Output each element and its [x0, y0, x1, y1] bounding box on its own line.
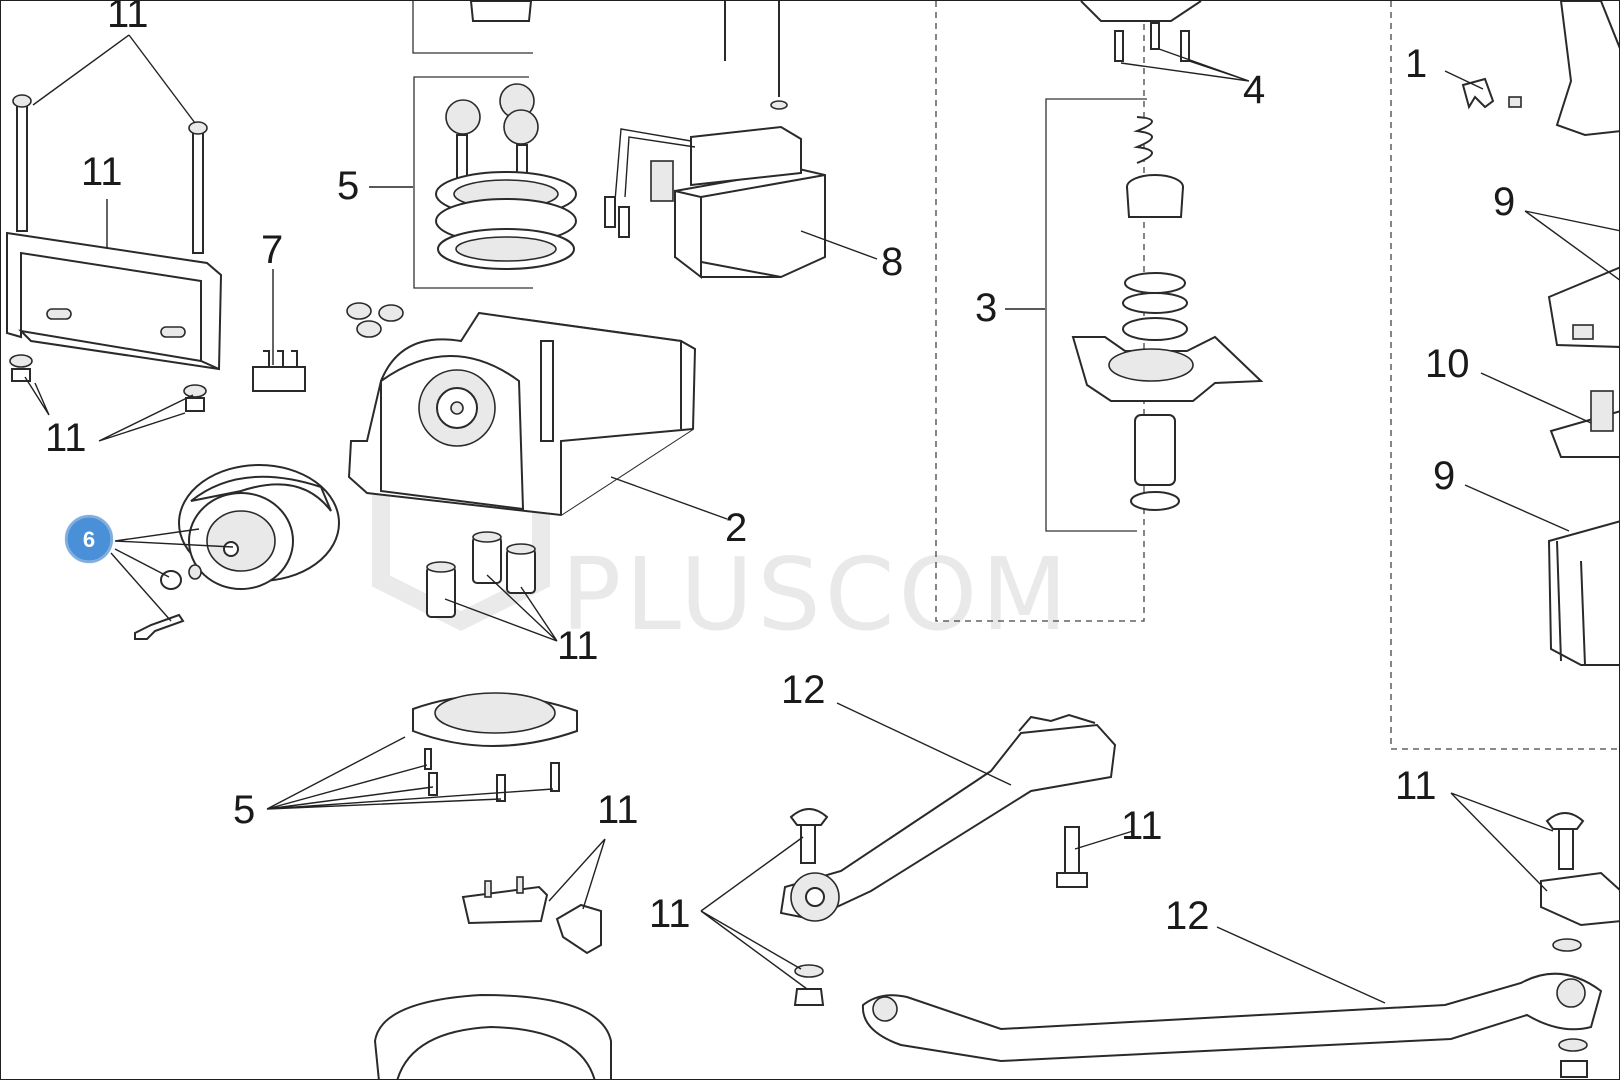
leader-lines	[24, 34, 1619, 1004]
callout-9-top: 9	[1493, 180, 1515, 224]
part-12-upper-arm	[779, 713, 1117, 922]
callout-11-bolt-mid: 11	[1121, 804, 1163, 848]
part-6-cover-assembly	[134, 464, 340, 640]
badge-label[interactable]: 6	[83, 527, 95, 552]
callout-11-arm-left: 11	[649, 892, 691, 936]
part-7-connector	[252, 350, 306, 392]
callout-11-caps: 11	[597, 788, 639, 832]
callout-2: 2	[725, 506, 747, 550]
part-11-caps	[461, 876, 602, 955]
part-12-lower-arm	[861, 972, 1603, 1063]
part-2-housing	[346, 302, 697, 517]
callout-11-right: 11	[1395, 764, 1437, 808]
callout-11-glands: 11	[557, 624, 599, 668]
watermark: PLUSCOM	[372, 440, 1072, 653]
callout-5-flange: 5	[233, 788, 255, 832]
callout-1: 1	[1405, 42, 1427, 86]
highlight-badge-6[interactable]: 6	[64, 514, 114, 564]
callout-12-upper-arm: 12	[781, 668, 826, 712]
part-3-gear-assembly	[1071, 1, 1264, 511]
callout-11-top-bolts: 11	[107, 1, 149, 36]
part-11-bolts	[789, 808, 1619, 1078]
callout-11-bracket: 11	[81, 150, 123, 194]
callout-11-nuts-left: 11	[45, 416, 87, 460]
callout-9-bottom: 9	[1433, 454, 1455, 498]
callout-8: 8	[881, 240, 903, 284]
callout-labels: 11 11 11 7 5 8 2 11 5 11 12 11 11 12 3 4…	[45, 1, 1515, 938]
bottom-base	[373, 993, 612, 1079]
callout-4: 4	[1243, 68, 1265, 112]
right-column-parts	[1461, 1, 1619, 666]
part-8-transformer	[604, 1, 826, 280]
callout-5-gears: 5	[337, 164, 359, 208]
part-11-cable-glands	[426, 531, 536, 618]
part-5-gear-set	[435, 1, 577, 270]
callout-10: 10	[1425, 342, 1470, 386]
watermark-text: PLUSCOM	[561, 536, 1072, 653]
callout-12-lower-arm: 12	[1165, 894, 1210, 938]
part-5-flange	[412, 692, 578, 802]
badge-glow	[64, 514, 114, 564]
bracket-assembly	[6, 94, 223, 412]
callout-7: 7	[261, 228, 283, 272]
callout-3: 3	[975, 286, 997, 330]
